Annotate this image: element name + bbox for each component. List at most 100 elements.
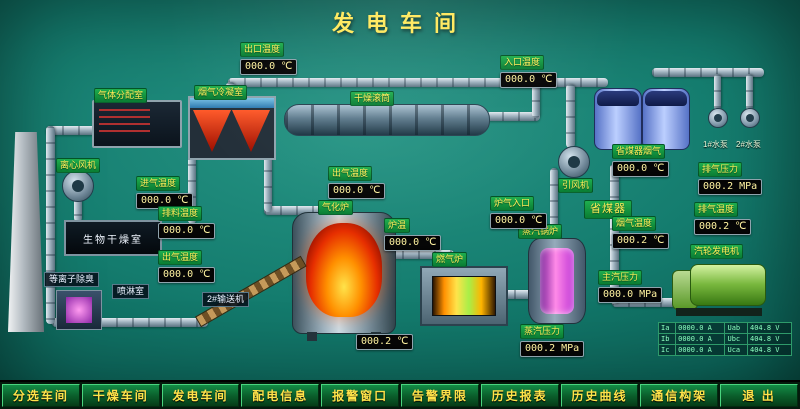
label-plasma-deodorizer: 等离子除臭: [44, 272, 100, 287]
pipe: [746, 74, 753, 110]
menu-item-sorting-workshop[interactable]: 分选车间: [2, 384, 80, 407]
gasifier-leg: [307, 332, 317, 341]
table-cell: Ib: [657, 333, 677, 345]
pipe: [264, 206, 334, 215]
sensor-intake-temp: 进气温度 000.0 ℃: [136, 176, 194, 209]
pipe: [52, 318, 208, 327]
drying-drum: [284, 104, 490, 136]
generator-body: [690, 264, 766, 306]
sensor-value: 000.0 ℃: [384, 235, 442, 251]
table-cell: 0000.0 A: [675, 333, 726, 345]
pipe: [498, 290, 534, 299]
sensor-exhaust-temp: 排气温度 000.2 ℃: [694, 202, 752, 235]
label-gasifier: 气化炉: [318, 200, 354, 215]
label-conveyor-2: 2#输送机: [202, 292, 250, 307]
gasifier-vessel: [292, 212, 396, 341]
condenser-water-jacket: [190, 98, 274, 108]
sensor-label: 蒸汽压力: [520, 324, 565, 339]
condenser-cone: [232, 110, 270, 152]
table-row: Ia 0000.0 A Uab 404.8 V: [657, 322, 793, 334]
flue-gas-condenser: [188, 96, 276, 160]
table-cell: 404.8 V: [746, 333, 793, 345]
pipe: [566, 84, 575, 148]
menu-item-comm-structure[interactable]: 通信构架: [640, 384, 719, 407]
label-pump-2: 2#水泵: [736, 140, 761, 149]
pipe: [714, 74, 721, 110]
bio-drying-room-label: 生物干燥室: [83, 234, 143, 246]
label-spray-room: 喷淋室: [112, 284, 150, 299]
sensor-value: 000.2 MPa: [520, 341, 585, 357]
sensor-value: 000.0 ℃: [240, 59, 298, 75]
pipe: [652, 68, 764, 77]
sensor-value: 000.0 ℃: [158, 223, 216, 239]
sensor-value: 000.0 MPa: [598, 287, 663, 303]
table-row: Ib 0000.0 A Ubc 404.8 V: [657, 333, 793, 345]
pipe: [228, 78, 608, 87]
menu-item-history-curve[interactable]: 历史曲线: [560, 384, 639, 407]
sensor-value: 000.0 ℃: [612, 161, 670, 177]
label-drying-drum: 干燥滚筒: [350, 91, 395, 106]
sensor-label: 排料温度: [158, 206, 203, 221]
label-induced-fan: 引风机: [558, 178, 594, 193]
sensor-economizer-flue-gas: 省煤器烟气 000.0 ℃: [612, 144, 670, 177]
generator-base: [676, 308, 762, 316]
sensor-label: 烟气温度: [612, 216, 657, 231]
sensor-label: 出口温度: [240, 42, 285, 57]
table-cell: Uca: [724, 344, 748, 356]
sensor-label: 入口温度: [500, 55, 545, 70]
sensor-value: 000.0 ℃: [158, 267, 216, 283]
steam-boiler-vessel: [528, 238, 586, 324]
sensor-label: 出气温度: [158, 250, 203, 265]
table-row: Ic 0000.0 A Uca 404.8 V: [657, 344, 793, 356]
bio-drying-room: 生物干燥室: [64, 220, 162, 256]
condenser-cone: [193, 110, 231, 152]
sensor-gasifier-bottom: 000.2 ℃: [356, 334, 414, 350]
centrifugal-fan: [62, 170, 94, 202]
induced-draft-fan: [558, 146, 590, 178]
menu-item-power-workshop[interactable]: 发电车间: [161, 384, 240, 407]
sensor-outlet-temp: 出口温度 000.0 ℃: [240, 42, 298, 75]
pipe: [550, 168, 558, 240]
table-cell: Uab: [724, 322, 748, 334]
sensor-label: 省煤器烟气: [612, 144, 666, 159]
pipe: [386, 250, 454, 259]
sensor-outgas-temp-center: 出气温度 000.0 ℃: [328, 166, 386, 199]
table-cell: 404.8 V: [746, 344, 793, 356]
sensor-label: 炉温: [384, 218, 411, 233]
sensor-label: 进气温度: [136, 176, 181, 191]
sensor-furnace-gas-inlet: 炉气入口 000.0 ℃: [490, 196, 548, 229]
sensor-discharge-temp: 排料温度 000.0 ℃: [158, 206, 216, 239]
chimney: [8, 132, 44, 332]
gas-distribution-room: [92, 100, 182, 148]
menu-item-distribution-info[interactable]: 配电信息: [241, 384, 320, 407]
sensor-outgas-temp-left: 出气温度 000.0 ℃: [158, 250, 216, 283]
label-economizer: 省煤器: [584, 200, 632, 219]
label-centrifugal-fan: 离心风机: [56, 158, 101, 173]
menu-item-alarm-limits[interactable]: 告警界限: [400, 384, 479, 407]
bottom-menu-bar: 分选车间 干燥车间 发电车间 配电信息 报警窗口 告警界限 历史报表 历史曲线 …: [0, 380, 800, 409]
sensor-label: 出气温度: [328, 166, 373, 181]
label-pump-1: 1#水泵: [703, 140, 728, 149]
pipe: [188, 132, 196, 224]
sensor-inlet-temp: 入口温度 000.0 ℃: [500, 55, 558, 88]
gas-furnace: [420, 266, 508, 326]
gasifier-flame: [306, 223, 382, 317]
menu-item-drying-workshop[interactable]: 干燥车间: [81, 384, 160, 407]
menu-item-history-report[interactable]: 历史报表: [480, 384, 559, 407]
table-cell: 0000.0 A: [675, 322, 726, 334]
table-cell: Ubc: [724, 333, 748, 345]
sensor-value: 000.2 ℃: [612, 233, 670, 249]
label-condenser: 烟气冷凝室: [194, 85, 248, 100]
water-tank-2: [642, 88, 690, 150]
label-gas-distribution: 气体分配室: [94, 88, 148, 103]
water-tank-1: [594, 88, 642, 150]
sensor-value: 000.2 MPa: [698, 179, 763, 195]
sensor-value: 000.2 ℃: [356, 334, 414, 350]
label-turbine-generator: 汽轮发电机: [690, 244, 744, 259]
sensor-furnace-temp: 炉温 000.0 ℃: [384, 218, 442, 251]
table-cell: Ia: [657, 322, 677, 334]
menu-item-alarm-window[interactable]: 报警窗口: [321, 384, 399, 407]
pipe: [74, 198, 82, 222]
menu-item-exit[interactable]: 退 出: [720, 384, 798, 407]
